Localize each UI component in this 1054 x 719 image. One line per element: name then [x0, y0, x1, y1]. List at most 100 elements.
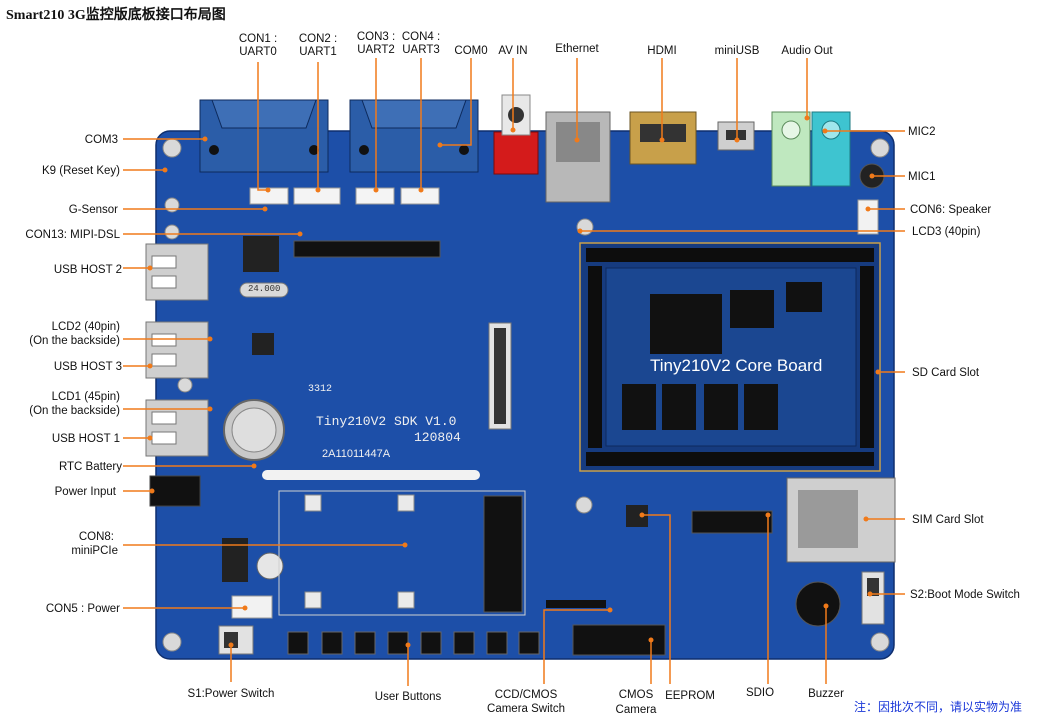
callout-dot [229, 643, 234, 648]
usb-host-3 [146, 322, 208, 378]
label-av-in: AV IN [498, 44, 527, 58]
label-com0: COM0 [454, 44, 487, 58]
callout-dot [208, 337, 213, 342]
mipi-header [294, 241, 440, 257]
label-s1: S1:Power Switch [188, 687, 275, 701]
label-user-buttons: User Buttons [375, 690, 441, 704]
callout-dot [316, 188, 321, 193]
label-mic2: MIC2 [908, 125, 935, 139]
label-k9: K9 (Reset Key) [42, 164, 120, 178]
callout-dot [148, 266, 153, 271]
chip-u2 [252, 333, 274, 355]
callout-dot [766, 513, 771, 518]
power-input-jack [150, 476, 200, 506]
callout-dot [823, 129, 828, 134]
callout-dot [406, 643, 411, 648]
callout-dot [252, 464, 257, 469]
label-buzzer: Buzzer [808, 687, 844, 701]
label-ccd-line1: CCD/CMOS [495, 688, 558, 702]
label-con1: CON1 : [239, 32, 277, 46]
label-gsensor: G-Sensor [69, 203, 118, 217]
callout-dot [163, 168, 168, 173]
label-uart1: UART1 [299, 45, 337, 59]
com0-connector [350, 100, 478, 172]
callout-dot [243, 606, 248, 611]
label-sd-card: SD Card Slot [912, 366, 979, 380]
label-con8-line1: CON8: [79, 530, 114, 544]
label-con4: CON4 : [402, 30, 440, 44]
label-con2: CON2 : [299, 32, 337, 46]
label-cmos-line2: Camera [616, 703, 657, 717]
label-usb-host-2: USB HOST 2 [54, 263, 122, 277]
callout-dot [824, 604, 829, 609]
callout-dot [870, 174, 875, 179]
callout-dot [735, 138, 740, 143]
callout-dot [374, 188, 379, 193]
chip-u1 [243, 236, 279, 272]
label-sim-card: SIM Card Slot [912, 513, 984, 527]
label-con13: CON13: MIPI-DSL [25, 228, 120, 242]
callout-dot [419, 188, 424, 193]
callout-dot [263, 207, 268, 212]
label-lcd2-line1: LCD2 (40pin) [52, 320, 120, 334]
callout-dot [266, 188, 271, 193]
label-con6: CON6: Speaker [910, 203, 991, 217]
board-date-text: 120804 [414, 430, 461, 445]
callout-dot [298, 232, 303, 237]
batch-note: 注：因批次不同，请以实物为准 [854, 698, 1022, 715]
ethernet-connector [546, 112, 610, 202]
callout-dot [649, 638, 654, 643]
audio-out-jack [772, 112, 810, 186]
usb-host-2 [146, 244, 208, 300]
callout-dot [640, 513, 645, 518]
callout-dot [864, 517, 869, 522]
callout-dot [403, 543, 408, 548]
label-mic1: MIC1 [908, 170, 935, 184]
ccd-switch-header [546, 600, 606, 608]
callout-dot [608, 608, 613, 613]
callout-dot [575, 138, 580, 143]
label-eeprom: EEPROM [665, 689, 715, 703]
minipcie-slot [484, 496, 522, 612]
label-lcd3: LCD3 (40pin) [912, 225, 980, 239]
callout-dot [208, 407, 213, 412]
callout-dot [203, 137, 208, 142]
label-audio-out: Audio Out [781, 44, 832, 58]
label-con5: CON5 : Power [46, 602, 120, 616]
label-s2: S2:Boot Mode Switch [910, 588, 1020, 602]
callout-dot [148, 364, 153, 369]
av-in-connector [494, 95, 538, 174]
silkscreen-strip [262, 470, 480, 480]
buzzer [796, 582, 840, 626]
eeprom-chip [626, 505, 648, 527]
label-uart2: UART2 [357, 43, 395, 57]
core-board-label: Tiny210V2 Core Board [650, 356, 822, 376]
board-sdk-text: Tiny210V2 SDK V1.0 [316, 414, 456, 429]
label-con3: CON3 : [357, 30, 395, 44]
label-rtc: RTC Battery [59, 460, 122, 474]
label-usb-host-1: USB HOST 1 [52, 432, 120, 446]
callout-dot [438, 143, 443, 148]
label-lcd1-line2: (On the backside) [29, 404, 120, 418]
label-power-input: Power Input [55, 485, 116, 499]
label-con8-line2: miniPCIe [71, 544, 118, 558]
label-lcd1-line1: LCD1 (45pin) [52, 390, 120, 404]
label-sdio: SDIO [746, 686, 774, 700]
board-serial-text: 2A11011447A [322, 448, 390, 460]
mic2-jack [812, 112, 850, 186]
callout-dot [868, 592, 873, 597]
callout-dot [805, 116, 810, 121]
label-uart3: UART3 [402, 43, 440, 57]
miniusb-connector [718, 122, 754, 150]
label-cmos-line1: CMOS [619, 688, 654, 702]
label-miniusb: miniUSB [715, 44, 760, 58]
callout-dot [511, 128, 516, 133]
label-uart0: UART0 [239, 45, 277, 59]
sdio-header [692, 511, 772, 533]
callout-dot [660, 138, 665, 143]
callout-dot [578, 229, 583, 234]
label-lcd2-line2: (On the backside) [29, 334, 120, 348]
power-header [232, 596, 272, 618]
